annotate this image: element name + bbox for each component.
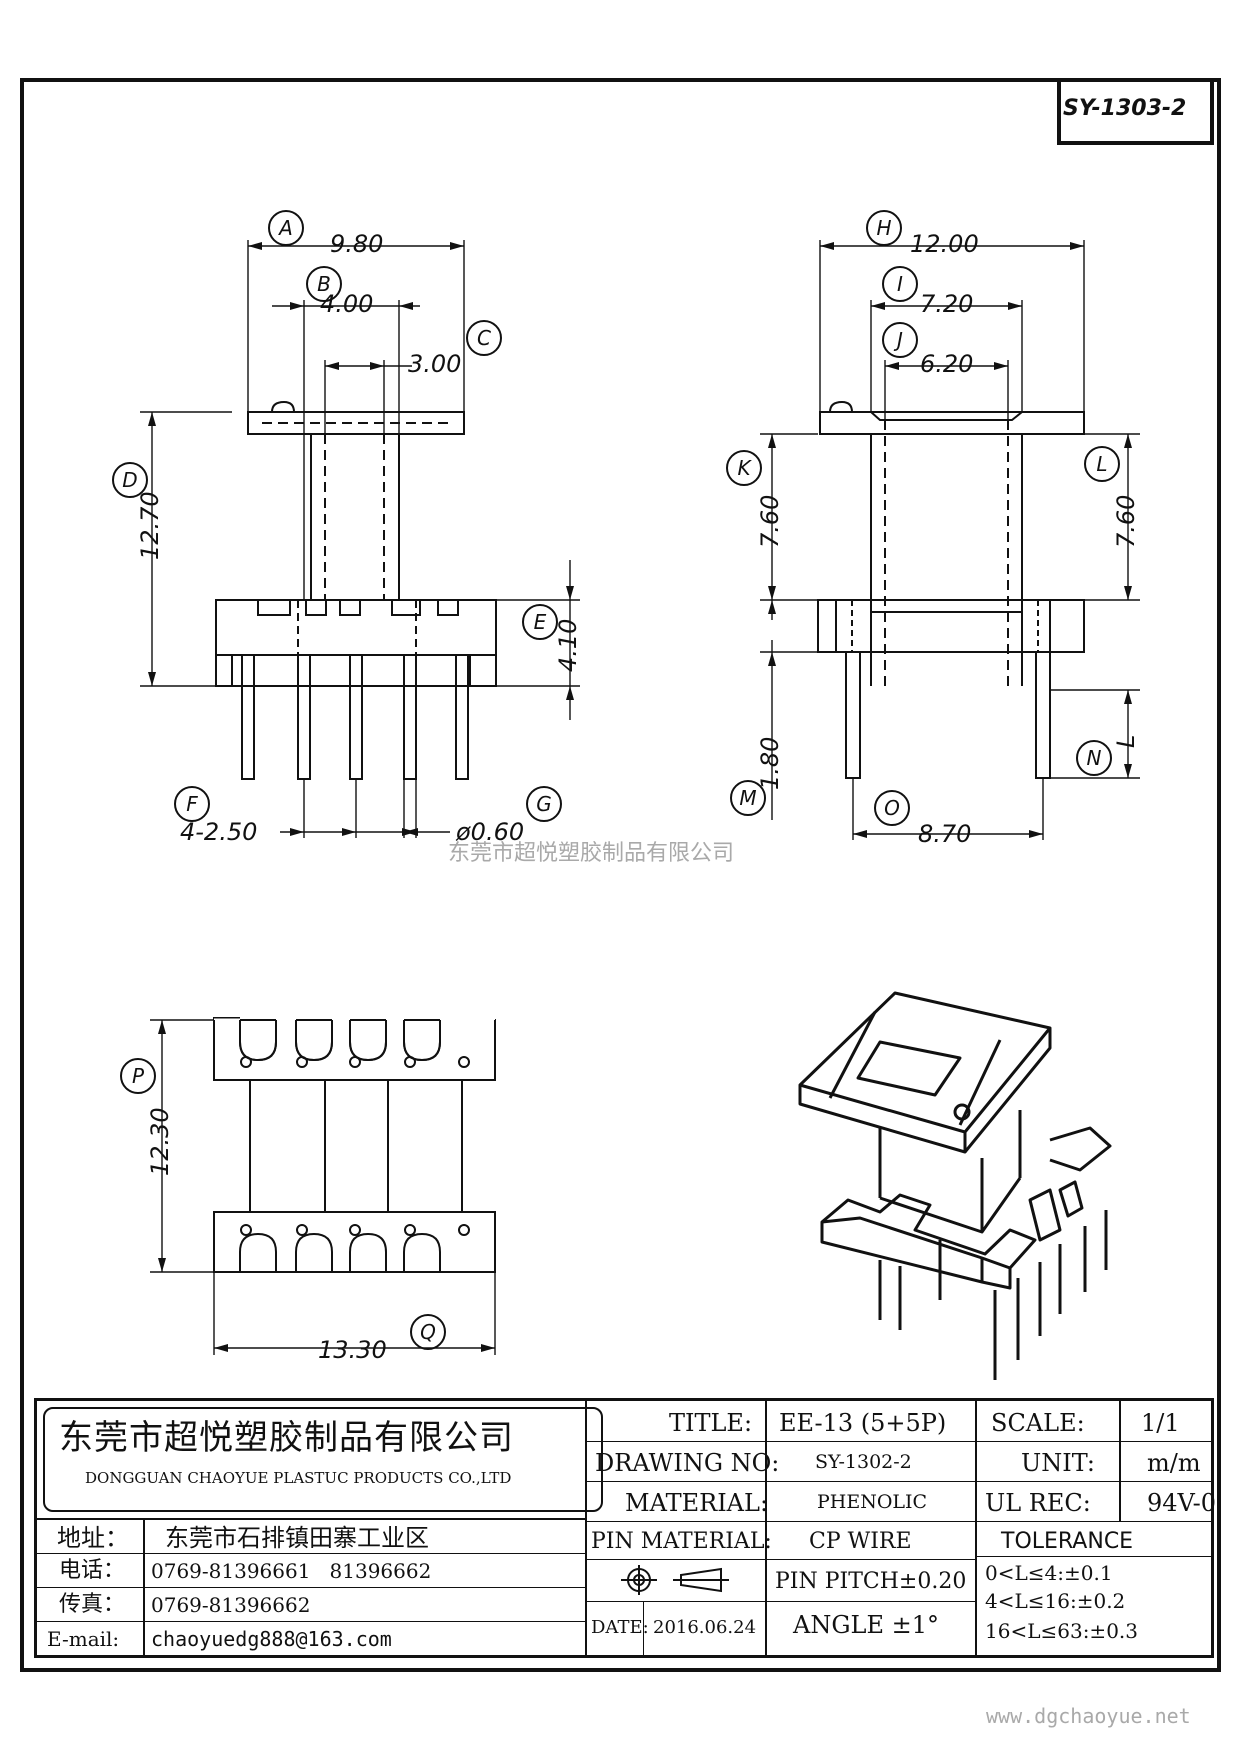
dim-E: 4.10: [554, 618, 582, 672]
balloon-B: B: [306, 266, 342, 302]
balloon-F: F: [174, 786, 210, 822]
balloon-Q: Q: [410, 1314, 446, 1350]
side-view: [817, 400, 1085, 779]
address-label: 地址：: [57, 1524, 129, 1552]
dim-H: 12.00: [910, 230, 979, 258]
company-box: 东莞市超悦塑胶制品有限公司 DONGGUAN CHAOYUE PLASTUC P…: [43, 1407, 603, 1512]
company-name-en: DONGGUAN CHAOYUE PLASTUC PRODUCTS CO.,LT…: [85, 1469, 512, 1487]
dim-L: 7.60: [1112, 494, 1140, 548]
material-value: PHENOLIC: [817, 1491, 928, 1513]
balloon-A: A: [268, 210, 304, 246]
tolerance-2: 4<L≤16:±0.2: [985, 1589, 1126, 1613]
balloon-N: N: [1076, 740, 1112, 776]
dim-O: 8.70: [918, 820, 972, 848]
balloon-D: D: [112, 462, 148, 498]
dim-F: 4-2.50: [180, 818, 258, 846]
fax-value: 0769-81396662: [151, 1593, 311, 1617]
balloon-M: M: [730, 780, 766, 816]
fax-label: 传真：: [59, 1592, 126, 1617]
front-view: [215, 400, 497, 780]
unit-value: m/m: [1147, 1449, 1201, 1477]
website: www.dgchaoyue.net: [986, 1704, 1191, 1728]
watermark: 东莞市超悦塑胶制品有限公司: [448, 841, 735, 866]
scale-label: SCALE:: [991, 1409, 1085, 1437]
dim-G: ø0.60: [456, 818, 525, 846]
address-value: 东莞市石排镇田寨工业区: [165, 1524, 429, 1552]
drawing-no-value: SY-1302-2: [815, 1451, 912, 1473]
tolerance-3: 16<L≤63:±0.3: [985, 1619, 1138, 1643]
contact-block: 地址： 东莞市石排镇田寨工业区 电话： 0769-81396661 813966…: [37, 1518, 587, 1658]
material-label: MATERIAL:: [625, 1489, 769, 1517]
title-value: EE-13 (5+5P): [779, 1409, 947, 1437]
balloon-O: O: [874, 790, 910, 826]
dim-C: 3.00: [408, 350, 462, 378]
pin-material-value: CP WIRE: [809, 1529, 912, 1554]
drawing-code: SY-1303-2: [1063, 96, 1187, 121]
company-name-cn: 东莞市超悦塑胶制品有限公司: [59, 1418, 514, 1458]
drawing-no-label: DRAWING NO:: [595, 1449, 780, 1477]
side-view-arrowheads: [768, 242, 1132, 838]
angle: ANGLE ±1°: [793, 1611, 939, 1639]
tolerance-label: TOLERANCE: [1001, 1529, 1134, 1554]
ul-value: 94V-0: [1147, 1489, 1217, 1517]
sheet-border: [20, 78, 1221, 1672]
balloon-E: E: [522, 604, 558, 640]
dim-D: 12.70: [136, 491, 164, 560]
ul-label: UL REC:: [985, 1489, 1091, 1517]
pin-pitch: PIN PITCH±0.20: [775, 1569, 967, 1594]
phone-value: 0769-81396661 81396662: [151, 1559, 432, 1583]
phone-label: 电话：: [59, 1558, 126, 1583]
dim-Q: 13.30: [318, 1336, 387, 1364]
balloon-K: K: [726, 450, 762, 486]
dim-J: 6.20: [920, 350, 974, 378]
dim-M: 1.80: [756, 736, 784, 790]
dim-A: 9.80: [330, 230, 384, 258]
code-box: [1057, 78, 1214, 145]
top-view: [214, 1018, 496, 1273]
title-block: 东莞市超悦塑胶制品有限公司 DONGGUAN CHAOYUE PLASTUC P…: [34, 1398, 1217, 1658]
spec-grid: TITLE: EE-13 (5+5P) SCALE: 1/1 DRAWING N…: [585, 1401, 1217, 1655]
email-value: chaoyuedg888@163.com: [151, 1627, 392, 1651]
isometric-view: [798, 991, 1112, 1380]
front-view-dimensions: [140, 240, 580, 838]
side-view-dimensions: [760, 240, 1140, 840]
balloon-P: P: [120, 1058, 156, 1094]
balloon-G: G: [526, 786, 562, 822]
dim-K: 7.60: [756, 494, 784, 548]
date-value: 2016.06.24: [653, 1617, 757, 1638]
dim-I: 7.20: [920, 290, 974, 318]
dim-N: L: [1112, 734, 1140, 748]
tolerance-1: 0<L≤4:±0.1: [985, 1561, 1113, 1585]
top-view-dimensions: [150, 1019, 496, 1355]
balloon-C: C: [466, 320, 502, 356]
dim-P: 12.30: [146, 1107, 174, 1176]
title-label: TITLE:: [669, 1409, 753, 1437]
front-view-arrowheads: [148, 242, 574, 836]
top-view-arrowheads: [158, 1020, 495, 1352]
scale-value: 1/1: [1141, 1409, 1180, 1437]
pin-material-label: PIN MATERIAL:: [591, 1529, 772, 1554]
balloon-H: H: [866, 210, 902, 246]
balloon-I: I: [882, 266, 918, 302]
email-label: E-mail:: [47, 1627, 120, 1651]
first-angle-projection-icon: [617, 1565, 737, 1595]
unit-label: UNIT:: [1021, 1449, 1095, 1477]
balloon-J: J: [882, 322, 918, 358]
date-label: DATE:: [591, 1617, 649, 1638]
balloon-L: L: [1084, 446, 1120, 482]
